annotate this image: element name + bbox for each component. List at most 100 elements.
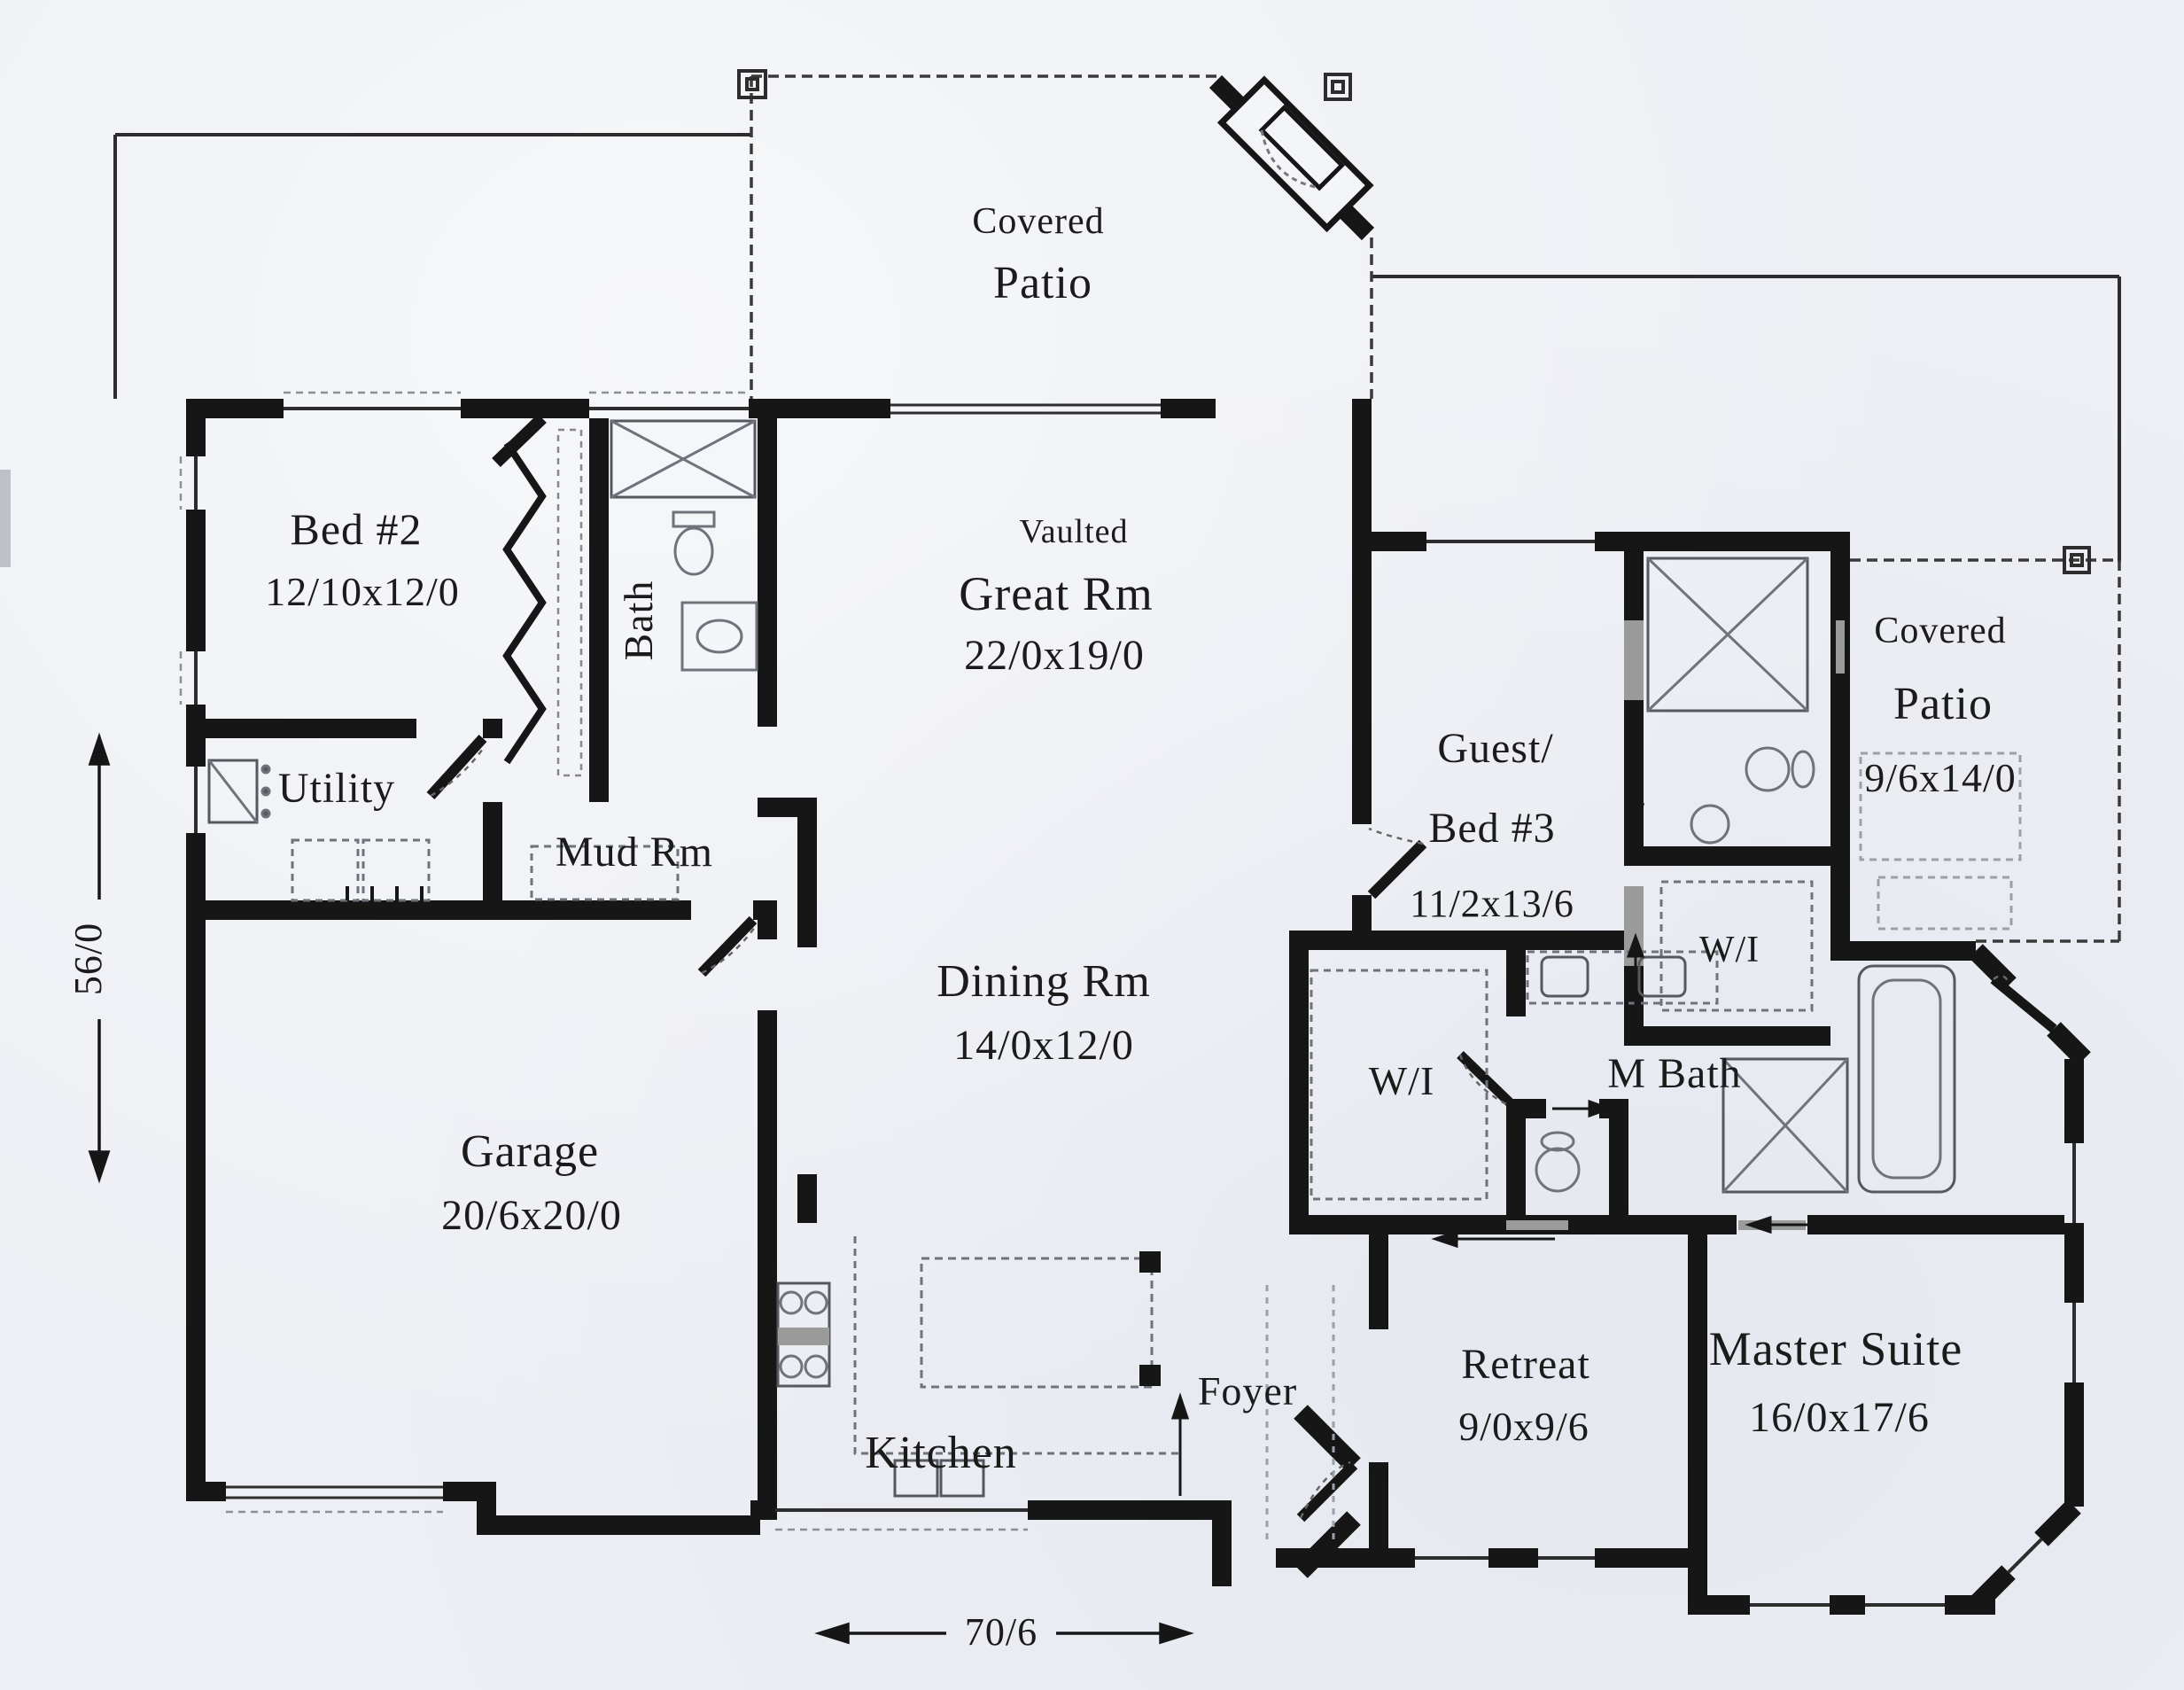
master-chamfer-wall — [2034, 1499, 2081, 1546]
wall-segment — [1289, 931, 1309, 1234]
label-kitchen-name: Kitchen — [865, 1428, 1017, 1478]
wall-segment — [1830, 551, 1850, 941]
label-guest-walkin-name: W/I — [1698, 930, 1760, 970]
label-guest-bed3-size: 11/2x13/6 — [1410, 882, 1574, 925]
tub-basin — [1871, 978, 1942, 1180]
wall-segment — [186, 510, 206, 651]
wall-segment — [1369, 1215, 1506, 1234]
master-chamfer-wall — [2047, 1022, 2091, 1066]
label-covered-patio-right-1: Covered — [1874, 611, 2007, 651]
patio-post — [2063, 546, 2091, 574]
mud-bench — [530, 845, 680, 901]
wall-segment — [1599, 1099, 1628, 1118]
dim-arrow-up — [88, 732, 111, 766]
label-retreat-name: Retreat — [1461, 1341, 1590, 1388]
fixtures — [207, 419, 2022, 1542]
door-arc — [1368, 827, 1424, 845]
patio-furniture — [1859, 752, 2022, 861]
door-arc — [701, 926, 757, 975]
label-foyer-name: Foyer — [1197, 1368, 1298, 1414]
pedestal-sink — [1690, 804, 1730, 845]
dim-arrow-right — [1159, 1622, 1194, 1645]
label-retreat-size: 9/0x9/6 — [1458, 1404, 1589, 1449]
wall-segment — [1352, 418, 1372, 824]
circulation-arrows — [1170, 737, 1861, 1496]
wall-segment — [1807, 1215, 2064, 1234]
master-chamfer-wall — [1969, 1565, 2016, 1612]
label-garage-name: Garage — [460, 1126, 600, 1177]
dimension-lines — [88, 732, 1194, 1645]
wall-segment — [483, 802, 502, 900]
label-guest-bed3-1: Guest/ — [1437, 725, 1554, 772]
closet-shelf — [1659, 880, 1814, 1012]
vanity — [680, 601, 758, 672]
dim-arrow-left — [814, 1622, 850, 1645]
shower — [610, 419, 757, 499]
label-guest-bed3-2: Bed #3 — [1428, 805, 1556, 852]
sink — [696, 619, 743, 654]
closet-shelf — [1310, 969, 1488, 1201]
wall-segment — [797, 1174, 817, 1223]
wall-segment — [1688, 1234, 1707, 1568]
arrow-head — [1626, 932, 1645, 958]
wall-segment — [758, 798, 817, 817]
wall-segment — [758, 1010, 777, 1520]
wall-segment — [1161, 399, 1216, 418]
burner — [779, 1290, 804, 1315]
window-shade — [1836, 620, 1845, 674]
wall-segment — [1595, 532, 1850, 551]
fireplace-firebox — [1258, 104, 1346, 191]
patio-furniture — [1877, 876, 2013, 931]
master-chamfer-wall — [1969, 944, 2017, 992]
toilet-tank — [672, 510, 716, 528]
kitchen-island — [920, 1257, 1154, 1389]
utility-sink — [207, 759, 259, 824]
wall-segment — [2064, 1223, 2084, 1303]
wall-segment — [186, 719, 416, 738]
dim-arrow-down — [88, 1150, 111, 1184]
patio-post-core — [745, 77, 759, 91]
wall-segment — [1289, 931, 1624, 950]
label-master-suite-size: 16/0x17/6 — [1749, 1394, 1930, 1441]
doors — [426, 413, 2057, 1523]
label-utility-name: Utility — [277, 765, 396, 812]
wall-segment — [186, 833, 206, 1501]
arrow-head — [1431, 1229, 1458, 1249]
wall-segment — [1488, 1548, 1538, 1568]
patio-post — [737, 69, 767, 99]
wall-segment — [1609, 1118, 1628, 1215]
patio-post — [1324, 73, 1352, 101]
door-leaf — [697, 915, 758, 977]
wall-segment — [186, 900, 691, 920]
burner — [779, 1354, 804, 1379]
fireplace-hearth-arc — [1260, 129, 1320, 190]
window — [2007, 1538, 2043, 1574]
toilet-bowl — [673, 526, 714, 576]
wall-segment — [1624, 551, 1644, 620]
wall-segment — [1352, 399, 1372, 418]
patio-post-core — [1331, 80, 1345, 94]
label-garage-size: 20/6x20/0 — [441, 1192, 622, 1239]
outdoor-fireplace — [1209, 74, 1375, 241]
bifold-closet-doors — [502, 440, 547, 765]
utility-sink-x — [207, 759, 259, 823]
wall-segment — [750, 1500, 775, 1520]
island-post — [1139, 1365, 1161, 1386]
label-dining-room-name: Dining Rm — [937, 956, 1151, 1007]
wall-segment — [753, 900, 777, 920]
arrow-head — [1626, 803, 1645, 829]
door-arc — [1299, 1460, 1351, 1519]
label-great-room-size: 22/0x19/0 — [964, 632, 1145, 679]
label-width-dimension: 70/6 — [964, 1610, 1038, 1654]
pocket-door — [1624, 620, 1644, 700]
wall-segment — [589, 418, 609, 802]
entry-wall-diagonal — [1294, 1511, 1361, 1578]
label-bed2-name: Bed #2 — [290, 504, 423, 554]
label-covered-patio-right-size: 9/6x14/0 — [1864, 755, 2017, 800]
wall-segment — [1372, 532, 1426, 551]
faucet-knob — [260, 808, 271, 819]
label-master-walkin-name: W/I — [1368, 1058, 1435, 1103]
window-sills — [179, 391, 1028, 1531]
scan-artifact — [0, 470, 11, 567]
